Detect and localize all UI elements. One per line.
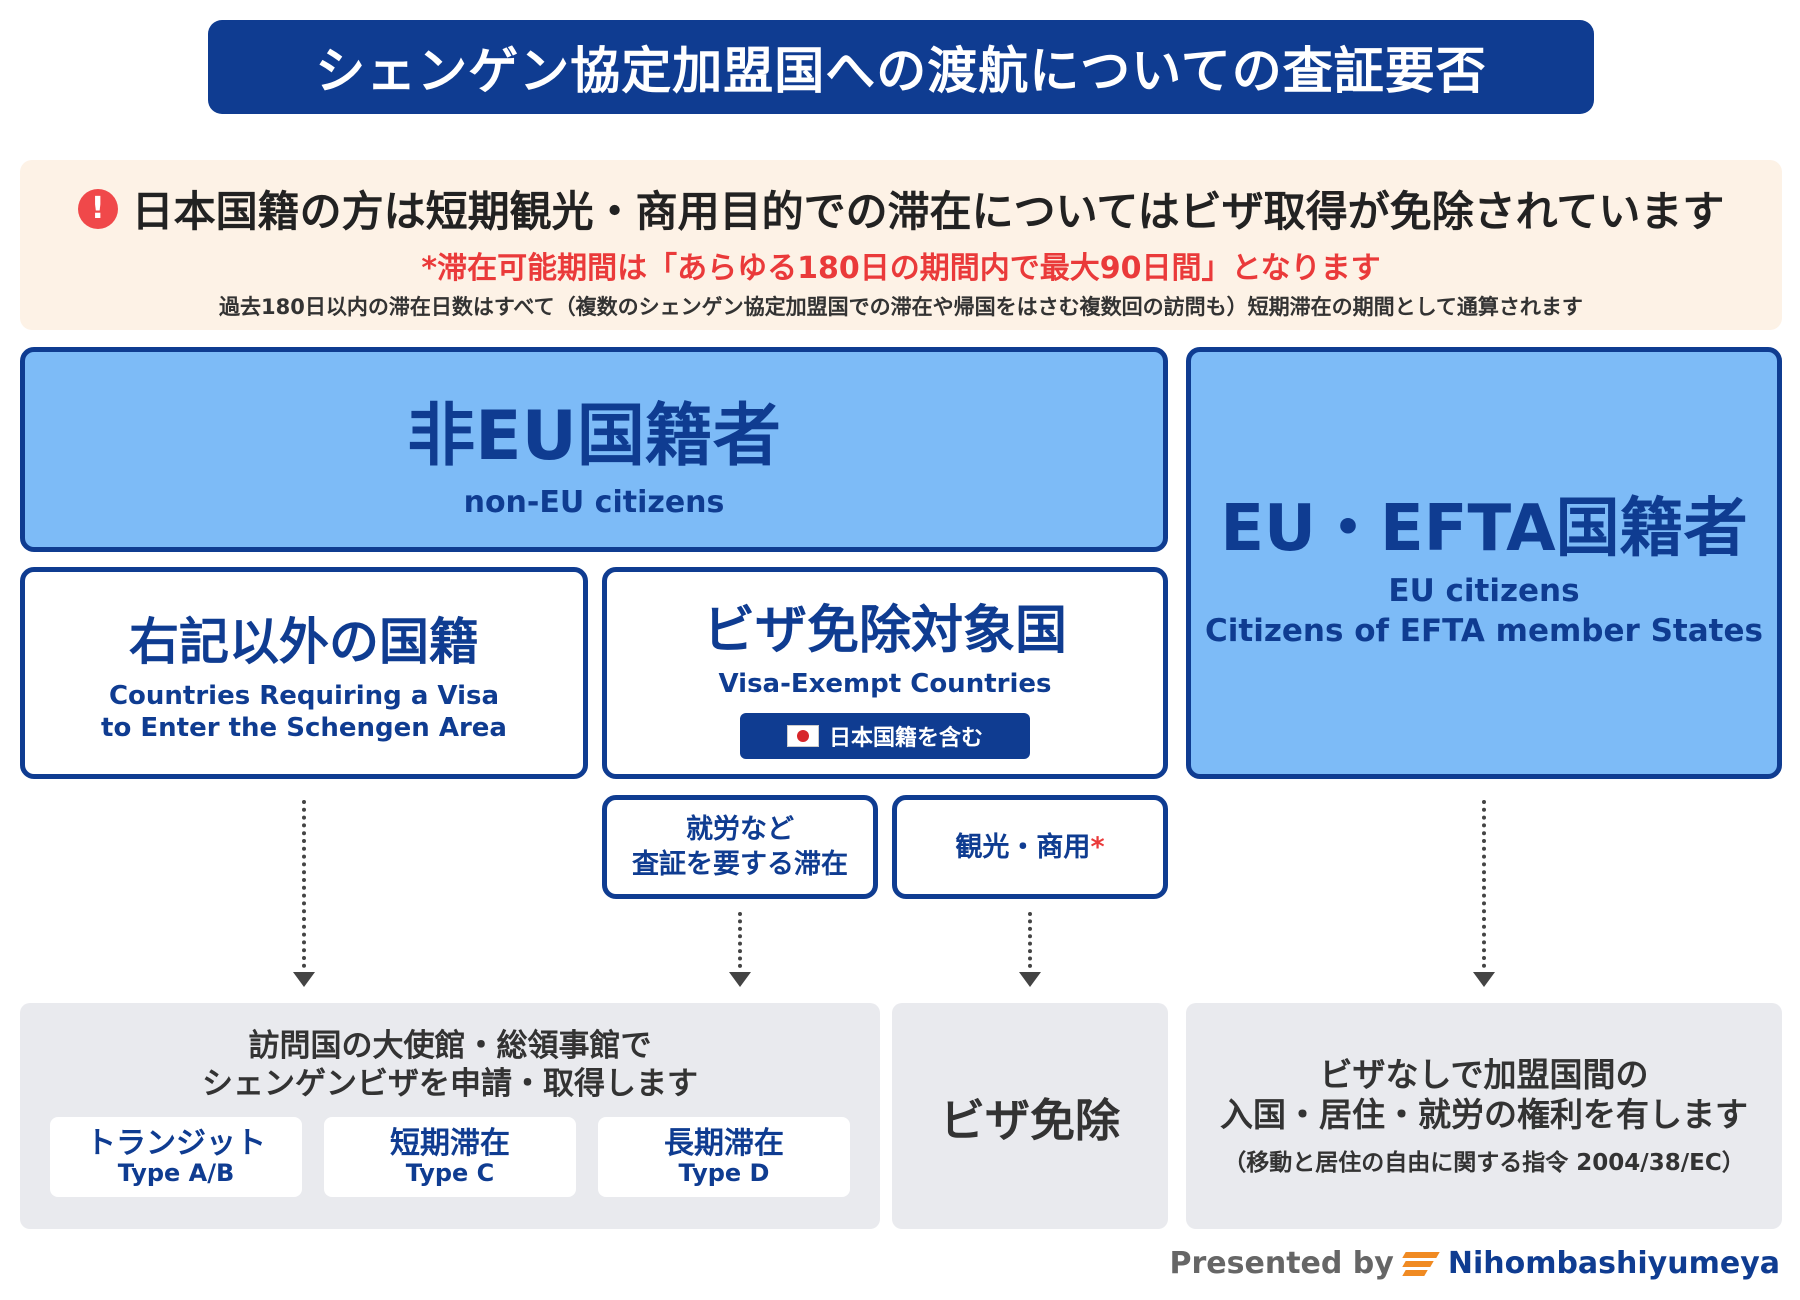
visa-type-short-en: Type C xyxy=(405,1159,495,1187)
visa-type-transit-jp: トランジット xyxy=(86,1126,266,1161)
visa-type-long-en: Type D xyxy=(678,1159,770,1187)
connector-tour xyxy=(1028,912,1032,968)
notice-main-line: ! 日本国籍の方は短期観光・商用目的での滞在についてはビザ取得が免除されています xyxy=(77,178,1725,239)
tourism-business-box: 観光・商用* xyxy=(892,795,1168,899)
tourism-business-label: 観光・商用* xyxy=(955,831,1105,863)
brand-logo-icon xyxy=(1402,1250,1440,1278)
japan-included-badge: 日本国籍を含む xyxy=(740,712,1030,759)
work-stay-box: 就労など 査証を要する滞在 xyxy=(602,795,878,899)
visa-application-line-1: 訪問国の大使館・総領事館で xyxy=(248,1028,652,1064)
visa-type-transit-en: Type A/B xyxy=(117,1159,235,1187)
eu-rights-directive: （移動と居住の自由に関する指令 2004/38/EC） xyxy=(1223,1150,1745,1176)
arrow-other xyxy=(293,972,315,987)
eu-efta-title: EU・EFTA国籍者 xyxy=(1220,492,1748,566)
visa-type-long-jp: 長期滞在 xyxy=(664,1126,784,1161)
visa-free-label: ビザ免除 xyxy=(939,1093,1120,1147)
eu-rights-line-1: ビザなしで加盟国間の xyxy=(1319,1055,1649,1094)
visa-required-box: 右記以外の国籍 Countries Requiring a Visa to En… xyxy=(20,567,588,779)
eu-efta-box: EU・EFTA国籍者 EU citizens Citizens of EFTA … xyxy=(1186,347,1782,779)
arrow-work xyxy=(729,972,751,987)
page-title: シェンゲン協定加盟国への渡航についての査証要否 xyxy=(315,42,1487,100)
visa-type-short-jp: 短期滞在 xyxy=(390,1126,510,1161)
visa-required-subtitle-1: Countries Requiring a Visa xyxy=(108,681,500,711)
exclamation-icon: ! xyxy=(77,188,118,229)
connector-eu xyxy=(1482,800,1486,968)
arrow-eu xyxy=(1473,972,1495,987)
visa-type-short-stay: 短期滞在 Type C xyxy=(324,1117,576,1197)
japan-included-label: 日本国籍を含む xyxy=(828,725,983,751)
work-stay-line-1: 就労など xyxy=(686,814,794,845)
notice-stay-limit: *滞在可能期間は「あらゆる180日の期間内で最大90日間」となります xyxy=(421,251,1381,286)
connector-work xyxy=(738,912,742,968)
non-eu-box: 非EU国籍者 non-EU citizens xyxy=(20,347,1168,552)
asterisk-mark: * xyxy=(1090,831,1105,863)
notice-detail: 過去180日以内の滞在日数はすべて（複数のシェンゲン協定加盟国での滞在や帰国をは… xyxy=(219,295,1583,319)
eu-rights-line-2: 入国・居住・就労の権利を有します xyxy=(1220,1095,1748,1134)
brand-name: Nihombashiyumeya xyxy=(1447,1246,1780,1281)
visa-free-box: ビザ免除 xyxy=(892,1003,1168,1229)
visa-required-subtitle-2: to Enter the Schengen Area xyxy=(101,713,507,743)
notice-main-text: 日本国籍の方は短期観光・商用目的での滞在についてはビザ取得が免除されています xyxy=(131,187,1725,236)
connector-other xyxy=(302,800,306,968)
footer-credit: Presented by Nihombashiyumeya xyxy=(1170,1246,1780,1281)
non-eu-title: 非EU国籍者 xyxy=(407,396,781,476)
visa-application-text: 訪問国の大使館・総領事館で シェンゲンビザを申請・取得します xyxy=(202,1027,698,1103)
work-stay-line-2: 査証を要する滞在 xyxy=(632,849,848,880)
japan-flag-icon xyxy=(786,724,819,747)
visa-application-line-2: シェンゲンビザを申請・取得します xyxy=(202,1066,698,1102)
notice-panel: ! 日本国籍の方は短期観光・商用目的での滞在についてはビザ取得が免除されています… xyxy=(20,160,1782,330)
visa-type-transit: トランジット Type A/B xyxy=(50,1117,302,1197)
visa-exempt-subtitle: Visa-Exempt Countries xyxy=(718,668,1052,699)
eu-rights-box: ビザなしで加盟国間の 入国・居住・就労の権利を有します （移動と居住の自由に関す… xyxy=(1186,1003,1782,1229)
eu-subtitle-2: Citizens of EFTA member States xyxy=(1205,613,1763,649)
visa-type-long-stay: 長期滞在 Type D xyxy=(598,1117,850,1197)
arrow-tour xyxy=(1019,972,1041,987)
non-eu-subtitle: non-EU citizens xyxy=(463,484,725,520)
visa-exempt-title: ビザ免除対象国 xyxy=(702,600,1067,661)
visa-types: トランジット Type A/B 短期滞在 Type C 長期滞在 Type D xyxy=(50,1117,850,1197)
title-banner: シェンゲン協定加盟国への渡航についての査証要否 xyxy=(208,20,1594,114)
eu-subtitle-1: EU citizens xyxy=(1388,573,1580,609)
visa-exempt-box: ビザ免除対象国 Visa-Exempt Countries 日本国籍を含む xyxy=(602,567,1168,779)
visa-application-box: 訪問国の大使館・総領事館で シェンゲンビザを申請・取得します トランジット Ty… xyxy=(20,1003,880,1229)
presented-by-label: Presented by xyxy=(1169,1246,1394,1281)
visa-required-title: 右記以外の国籍 xyxy=(129,613,479,671)
